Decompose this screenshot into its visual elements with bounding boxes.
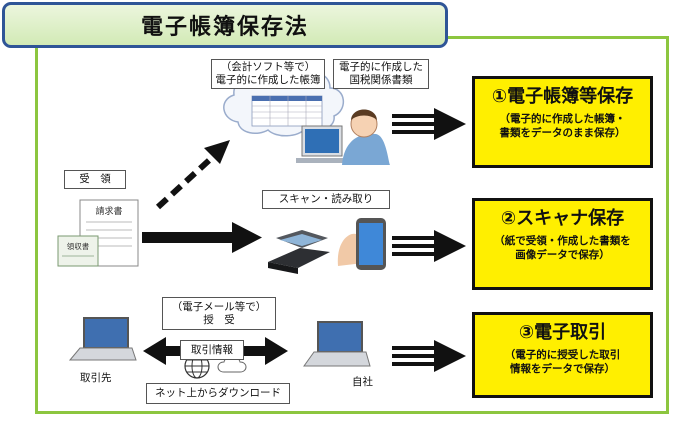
triple-arrow-2 <box>392 230 466 262</box>
software-label: （会計ソフト等で） 電子的に作成した帳簿 <box>211 59 325 89</box>
receive-label: 受 領 <box>64 170 126 189</box>
storage-subtitle: （電子的に授受した取引 情報をデータで保存） <box>504 349 621 375</box>
page-title: 電子帳簿保存法 <box>2 2 448 48</box>
triple-arrow-1 <box>392 108 466 140</box>
invoice-document-icon: 請求書 領収書 <box>57 199 139 267</box>
storage-subtitle: （紙で受領・作成した書類を 画像データで保存） <box>494 235 631 261</box>
laptop-icon <box>68 317 137 361</box>
smartphone-icon <box>337 218 386 270</box>
email-exchange-label: （電子メール等で） 授 受 <box>162 297 276 330</box>
dashed-arrow <box>155 140 230 210</box>
transaction-info-label: 取引情報 <box>180 340 244 360</box>
download-label: ネット上からダウンロード <box>146 383 290 404</box>
person-at-computer-icon <box>296 109 390 165</box>
storage-title: ③電子取引 <box>518 322 607 343</box>
scanner-icon <box>268 230 330 274</box>
storage-title: ①電子帳簿等保存 <box>491 86 634 107</box>
storage-subtitle: （電子的に作成した帳簿・ 書類をデータのまま保存） <box>499 113 626 139</box>
tax-documents-label: 電子的に作成した 国税関係書類 <box>333 59 429 89</box>
receipt-text: 領収書 <box>67 241 90 251</box>
storage-box-electronic-transactions: ③電子取引 （電子的に授受した取引 情報をデータで保存） <box>472 312 653 398</box>
solid-arrow <box>142 222 262 253</box>
storage-box-scanner: ②スキャナ保存 （紙で受領・作成した書類を 画像データで保存） <box>472 198 653 290</box>
laptop-icon <box>303 321 371 367</box>
self-label: 自社 <box>352 376 373 388</box>
triple-arrow-3 <box>392 340 466 372</box>
invoice-text: 請求書 <box>95 205 122 217</box>
storage-title: ②スキャナ保存 <box>500 208 625 229</box>
scan-label: スキャン・読み取り <box>262 190 390 209</box>
partner-label: 取引先 <box>80 372 112 384</box>
storage-box-electronic-books: ①電子帳簿等保存 （電子的に作成した帳簿・ 書類をデータのまま保存） <box>472 76 653 168</box>
